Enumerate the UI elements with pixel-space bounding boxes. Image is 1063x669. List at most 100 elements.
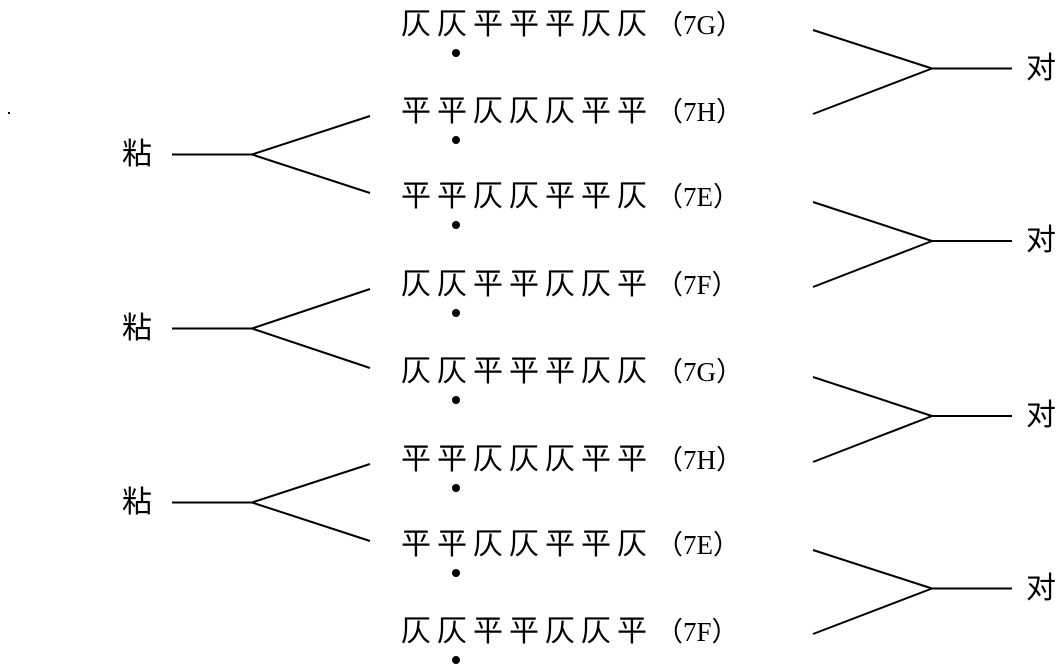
tone-ze: 仄 xyxy=(581,267,611,302)
tone-ping: 平 xyxy=(545,179,575,214)
pattern-code: （7E） xyxy=(656,530,740,560)
nian-branch-line xyxy=(251,501,371,542)
nian-branch-line xyxy=(251,327,371,369)
tone-ze: 仄 xyxy=(581,7,611,42)
tone-ping: 平 xyxy=(509,267,539,302)
tone-ze: 仄 xyxy=(473,442,503,477)
nian-label: 粘 xyxy=(122,310,152,346)
pattern-code: （7F） xyxy=(656,617,739,647)
verse-line: 仄仄平平仄仄平（7F） xyxy=(398,267,739,303)
pattern-code: （7F） xyxy=(656,270,739,300)
tone-ze: 仄 xyxy=(509,179,539,214)
tone-ze: 仄 xyxy=(617,179,647,214)
verse-line: 平平仄仄平平仄（7E） xyxy=(398,179,740,215)
verse-line: 平平仄仄仄平平（7H） xyxy=(398,94,743,130)
tone-ze: 仄 xyxy=(401,614,431,649)
tone-ping: 平 xyxy=(581,527,611,562)
nian-branch-line xyxy=(251,288,371,330)
tone-ping: 平 xyxy=(581,94,611,129)
tone-ping: 平 xyxy=(437,94,467,129)
tone-ping: 平 xyxy=(401,94,431,129)
verse-line: 仄仄平平平仄仄（7G） xyxy=(398,354,743,390)
emphasis-dot xyxy=(452,656,460,664)
dui-branch-line xyxy=(812,587,933,635)
verse-line: 仄仄平平平仄仄（7G） xyxy=(398,7,743,43)
nian-branch-line xyxy=(251,463,371,504)
pattern-code: （7G） xyxy=(656,357,743,387)
emphasis-dot xyxy=(452,484,460,492)
pattern-code: （7E） xyxy=(656,182,740,212)
tone-ping: 平 xyxy=(617,614,647,649)
tone-ping: 平 xyxy=(581,179,611,214)
tone-ping: 平 xyxy=(401,179,431,214)
tone-ze: 仄 xyxy=(473,94,503,129)
tone-ping: 平 xyxy=(545,7,575,42)
nian-branch-line xyxy=(251,115,371,156)
tone-ze: 仄 xyxy=(545,614,575,649)
emphasis-dot xyxy=(452,309,460,317)
tone-ze: 仄 xyxy=(401,7,431,42)
tone-ping: 平 xyxy=(401,442,431,477)
dui-label: 对 xyxy=(1026,50,1056,86)
tone-ze: 仄 xyxy=(617,527,647,562)
tone-ze: 仄 xyxy=(509,442,539,477)
dui-branch-line xyxy=(812,415,933,463)
tone-ping: 平 xyxy=(545,527,575,562)
tone-ping: 平 xyxy=(581,442,611,477)
dui-label: 对 xyxy=(1026,570,1056,606)
tone-ping: 平 xyxy=(473,614,503,649)
nian-label: 粘 xyxy=(122,136,152,172)
emphasis-dot xyxy=(452,49,460,57)
tone-ping: 平 xyxy=(437,527,467,562)
emphasis-dot xyxy=(452,569,460,577)
dui-label: 对 xyxy=(1026,398,1056,433)
tone-ze: 仄 xyxy=(581,354,611,389)
nian-label: 粘 xyxy=(122,484,152,520)
tone-ze: 仄 xyxy=(437,354,467,389)
stray-mark xyxy=(8,112,10,114)
tone-ze: 仄 xyxy=(581,614,611,649)
emphasis-dot xyxy=(452,221,460,229)
tone-ze: 仄 xyxy=(545,94,575,129)
tone-ping: 平 xyxy=(617,94,647,129)
dui-branch-line xyxy=(812,549,933,590)
tone-ping: 平 xyxy=(437,442,467,477)
tone-ping: 平 xyxy=(509,354,539,389)
dui-branch-line xyxy=(812,29,933,70)
tone-ze: 仄 xyxy=(473,527,503,562)
tone-ping: 平 xyxy=(401,527,431,562)
tone-ze: 仄 xyxy=(401,354,431,389)
tone-ping: 平 xyxy=(473,267,503,302)
tone-ze: 仄 xyxy=(545,442,575,477)
dui-label: 对 xyxy=(1026,223,1056,258)
tone-ze: 仄 xyxy=(437,614,467,649)
dui-branch-line xyxy=(812,67,933,115)
tone-ping: 平 xyxy=(473,354,503,389)
tone-ping: 平 xyxy=(509,7,539,42)
tone-ze: 仄 xyxy=(473,179,503,214)
tone-ze: 仄 xyxy=(509,94,539,129)
tone-ze: 仄 xyxy=(617,7,647,42)
tone-ze: 仄 xyxy=(545,267,575,302)
tone-ping: 平 xyxy=(473,7,503,42)
tone-ze: 仄 xyxy=(509,527,539,562)
nian-branch-line xyxy=(251,153,371,194)
tone-ze: 仄 xyxy=(617,354,647,389)
verse-line: 仄仄平平仄仄平（7F） xyxy=(398,614,739,650)
emphasis-dot xyxy=(452,136,460,144)
emphasis-dot xyxy=(452,396,460,404)
verse-line: 平平仄仄平平仄（7E） xyxy=(398,527,740,563)
tone-ping: 平 xyxy=(545,354,575,389)
tone-ze: 仄 xyxy=(437,267,467,302)
pattern-code: （7G） xyxy=(656,10,743,40)
tone-ping: 平 xyxy=(617,267,647,302)
pattern-code: （7H） xyxy=(656,97,743,127)
tone-ping: 平 xyxy=(509,614,539,649)
tone-ze: 仄 xyxy=(437,7,467,42)
verse-line: 平平仄仄仄平平（7H） xyxy=(398,442,743,478)
tone-ze: 仄 xyxy=(401,267,431,302)
dui-branch-line xyxy=(812,201,933,242)
tone-ping: 平 xyxy=(437,179,467,214)
dui-branch-line xyxy=(812,240,933,288)
